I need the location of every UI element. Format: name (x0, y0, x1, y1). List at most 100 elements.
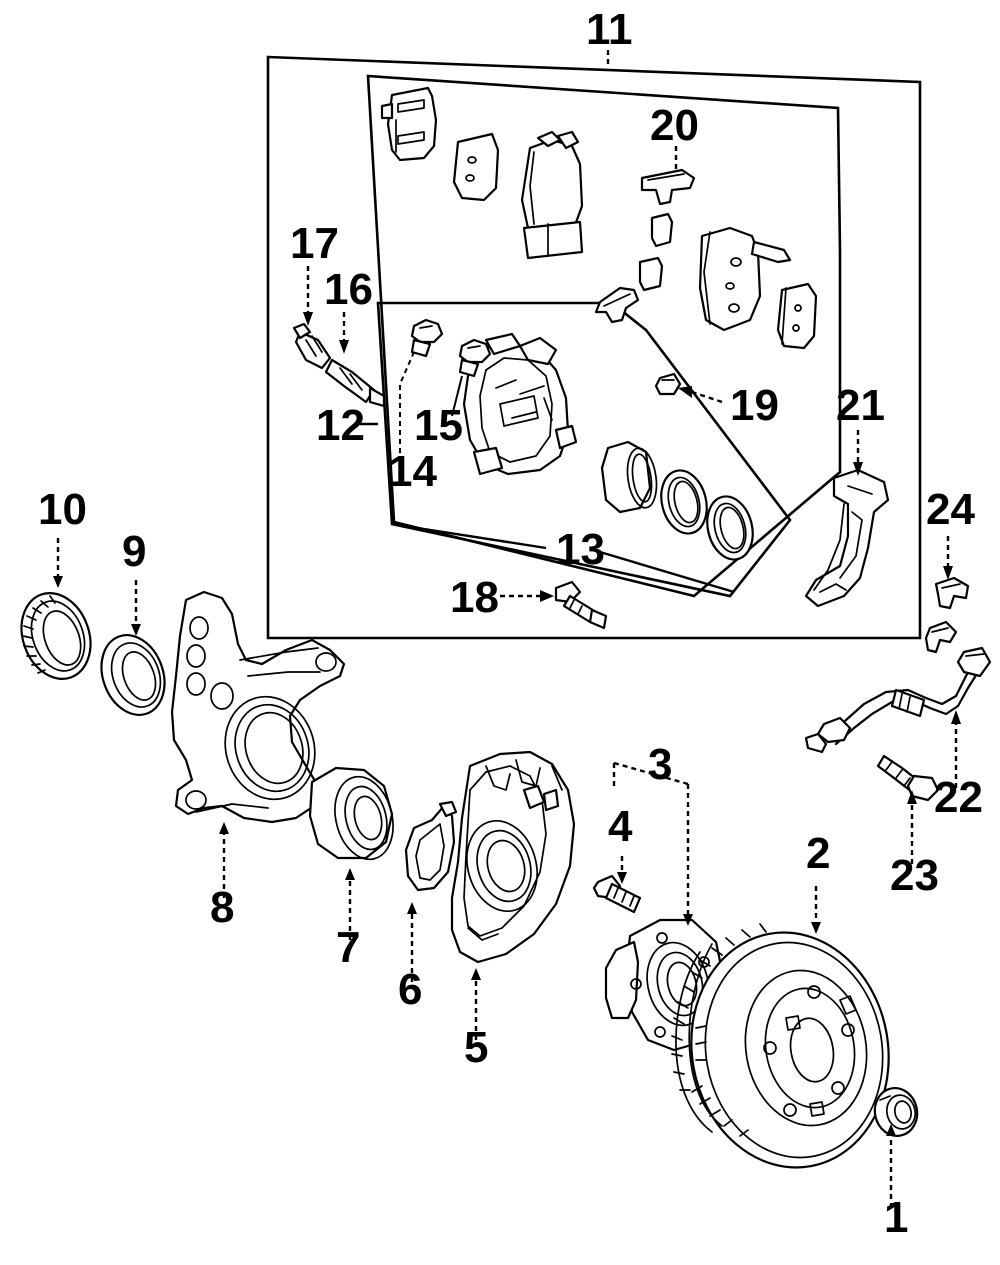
callout-label-24[interactable]: 24 (926, 485, 975, 534)
brake-pad-shim-edge (529, 151, 535, 225)
arrowhead-17 (303, 312, 313, 326)
hose-22-ferrule-rib2 (906, 696, 911, 713)
arrowhead-5 (471, 968, 481, 980)
callout-label-22[interactable]: 22 (934, 773, 983, 822)
rotor-hat-outer (744, 969, 868, 1127)
hose-clip-parts (924, 576, 970, 654)
tone-ring-teeth (22, 595, 56, 674)
caliper-detail-window (499, 395, 539, 427)
bolt-23-thread2 (895, 769, 903, 779)
brake-pad-friction-1 (452, 132, 500, 202)
splash-shield-inner-rim (463, 765, 547, 937)
hub-bore-inner (666, 961, 698, 1007)
callout-label-16[interactable]: 16 (324, 265, 373, 314)
snap-ring-inner (415, 823, 445, 881)
callout-label-1[interactable]: 1 (884, 1193, 908, 1242)
callout-label-11[interactable]: 11 (586, 5, 633, 54)
callout-label-17[interactable]: 17 (290, 219, 339, 268)
bracket-21-rib-b (839, 511, 863, 579)
guide-bushing-17-rib1 (305, 339, 317, 357)
brake-splash-shield-part (450, 750, 576, 964)
brake-pad-friction-2-edge (781, 287, 787, 345)
bolt-23-thread1 (885, 761, 893, 771)
callout-label-2[interactable]: 2 (806, 829, 830, 878)
brake-rotor-part (671, 923, 890, 1169)
rotor-vane-band-inner (688, 943, 723, 1127)
callout-label-20[interactable]: 20 (650, 101, 699, 150)
pad-shim-clip-b (638, 256, 664, 292)
hub-stud-hole-4 (654, 1026, 666, 1038)
callout-label-5[interactable]: 5 (464, 1023, 488, 1072)
caliper-rib-2 (519, 385, 545, 395)
arrowhead-22 (951, 710, 961, 724)
stud-4-thread1 (613, 887, 619, 899)
bearing-face-mid (344, 785, 388, 851)
group-11-box (266, 55, 922, 640)
hub-stud-hole-5 (630, 978, 642, 990)
brake-pad-friction-2-hole-a (794, 304, 802, 312)
callout-label-9[interactable]: 9 (122, 527, 146, 576)
oil-seal-part (100, 634, 166, 716)
piston-dust-seal-inner (667, 476, 701, 528)
splash-shield-bracket-b (542, 788, 560, 812)
oil-seal-outer (100, 634, 166, 716)
callout-label-8[interactable]: 8 (210, 883, 234, 932)
arrowhead-3 (683, 914, 693, 926)
callout-label-21[interactable]: 21 (836, 381, 885, 430)
callout-label-23[interactable]: 23 (890, 851, 939, 900)
caliper-bleeder-parts (410, 318, 492, 378)
splash-shield-rib (551, 765, 563, 791)
brake-pad-outer-tab (380, 102, 394, 120)
rotor-square-mark-a (785, 1015, 801, 1031)
stud-4-thread2 (621, 891, 627, 903)
lug-nut-chamfer (879, 1095, 891, 1101)
splash-shield-hub-hole-mid (476, 829, 532, 903)
caliper-bridge-upper (518, 336, 558, 366)
caliper-mounting-bracket-part (804, 468, 890, 608)
piston-square-seal-inner2 (719, 506, 745, 550)
pad-shim-clip-a (650, 212, 674, 248)
bleeder-screw-15-stem (458, 358, 480, 378)
bleeder-cap-14-head (410, 318, 444, 344)
callout-label-12[interactable]: 12 (316, 401, 365, 450)
hose-22-ferrule-rib1 (898, 693, 903, 710)
hose-clip-24-lower-detail (931, 627, 949, 633)
bracket-21-rib-c (813, 503, 845, 591)
caliper-mounting-bolt-part (554, 580, 608, 630)
brake-hose-part (804, 646, 992, 754)
callout-label-6[interactable]: 6 (398, 965, 422, 1014)
splash-shield-hub-hole-outer (466, 819, 538, 913)
callout-label-15[interactable]: 15 (414, 401, 463, 450)
callout-label-3[interactable]: 3 (648, 740, 672, 789)
rotor-square-mark-b (809, 1101, 825, 1117)
callout-label-7[interactable]: 7 (336, 923, 360, 972)
bearing-face-outer (334, 775, 394, 861)
brake-pad-friction-1-hole-b (465, 174, 475, 182)
hose-clip-24-upper-detail (941, 583, 961, 589)
callout-label-14[interactable]: 14 (388, 447, 437, 496)
slide-pin-16-rib1 (339, 367, 353, 385)
rotor-lug-hole-2 (841, 1023, 855, 1037)
callout-label-10[interactable]: 10 (38, 485, 87, 534)
callout-label-19[interactable]: 19 (730, 381, 779, 430)
arrowhead-9 (131, 624, 141, 636)
snap-ring-tab (438, 800, 458, 818)
knuckle-boss-b (186, 644, 206, 668)
hose-clip-24-lower (924, 620, 958, 654)
arrowhead-10 (53, 576, 63, 588)
leader-14 (399, 351, 415, 462)
arrowhead-4 (617, 872, 627, 884)
lug-nut-bore (893, 1100, 913, 1124)
callout-label-18[interactable]: 18 (450, 573, 499, 622)
bolt-23-thread3 (903, 777, 911, 787)
knuckle-arm-eye (315, 652, 337, 672)
pad-retainer-clip-2-detail (603, 293, 631, 307)
knuckle-hub-bore-outer (224, 695, 316, 801)
callout-label-4[interactable]: 4 (608, 802, 633, 851)
arrowhead-18 (540, 590, 554, 602)
callout-label-13[interactable]: 13 (556, 525, 605, 574)
arrowhead-1 (886, 1124, 896, 1136)
caliper-rib-1 (495, 379, 517, 389)
caliper-detail-line-b (543, 397, 553, 421)
rotor-vane-band-outer (675, 951, 713, 1133)
